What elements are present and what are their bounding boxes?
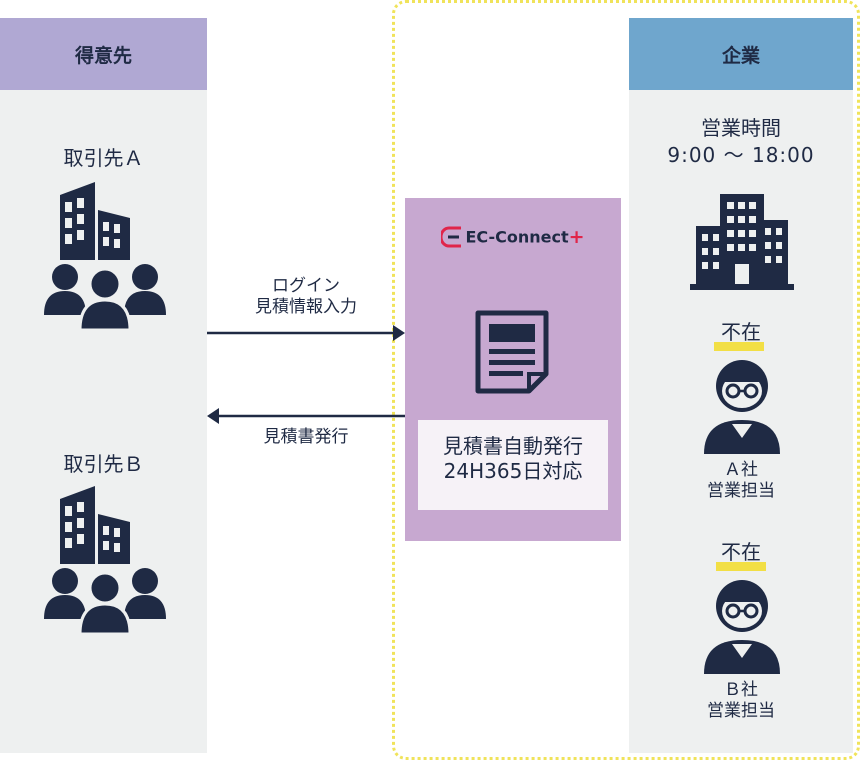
absent-highlight-b <box>716 562 766 571</box>
service-description: 見積書自動発行 24H365日対応 <box>418 434 608 484</box>
request-label-line1: ログイン <box>272 276 340 296</box>
staff-b-company: Ｂ社 <box>724 680 758 700</box>
business-hours-value: 9:00 ～ 18:00 <box>667 143 815 167</box>
request-arrow <box>207 325 405 341</box>
client-column-header: 得意先 <box>0 18 207 90</box>
staff-b-label: Ｂ社 営業担当 <box>629 680 853 723</box>
company-building-icon <box>690 194 794 290</box>
client-b-icon <box>44 486 166 634</box>
client-a-icon <box>44 182 166 330</box>
staff-b-role: 営業担当 <box>707 701 775 722</box>
absent-label-b: 不在 <box>721 540 761 564</box>
response-arrow <box>207 408 405 424</box>
client-b-label: 取引先Ｂ <box>63 452 144 476</box>
company-column-header: 企業 <box>629 18 853 90</box>
staff-b-icon <box>704 580 780 674</box>
ec-connect-logo: EC-Connect+ <box>405 226 621 248</box>
ec-connect-logo-text: EC-Connect <box>465 227 569 247</box>
ec-connect-logo-icon <box>439 226 462 248</box>
client-a-label: 取引先Ａ <box>63 146 144 170</box>
company-header-label: 企業 <box>721 44 760 67</box>
service-line2: 24H365日対応 <box>443 459 583 483</box>
service-line1: 見積書自動発行 <box>443 434 583 458</box>
document-icon <box>475 310 549 394</box>
system-boundary-frame <box>392 0 860 760</box>
business-hours-title: 営業時間 <box>701 116 781 140</box>
response-arrow-label: 見積書発行 <box>263 427 349 447</box>
business-hours: 営業時間 9:00 ～ 18:00 <box>629 116 853 168</box>
staff-a-role: 営業担当 <box>707 481 775 502</box>
absent-label-a: 不在 <box>721 320 761 344</box>
absent-highlight-a <box>714 342 764 351</box>
service-description-box <box>418 420 608 510</box>
ec-connect-logo-plus: + <box>568 226 585 248</box>
staff-a-label: Ａ社 営業担当 <box>629 460 853 503</box>
client-header-label: 得意先 <box>74 44 132 67</box>
client-column <box>0 18 207 753</box>
request-arrow-label: ログイン 見積情報入力 <box>207 276 405 319</box>
request-label-line2: 見積情報入力 <box>255 297 357 318</box>
staff-a-icon <box>704 360 780 454</box>
staff-a-company: Ａ社 <box>724 460 758 480</box>
